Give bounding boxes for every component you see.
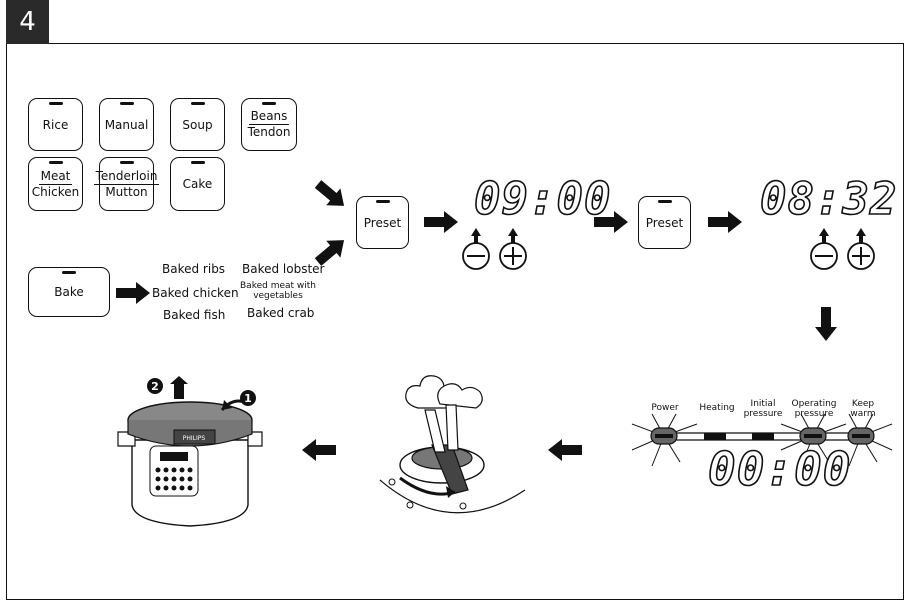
baked-crab-text: Baked crab <box>247 306 315 320</box>
tenderloin-label: Tenderloin <box>93 168 160 185</box>
time-display-2: 08:32 <box>759 174 898 225</box>
operating-pressure-indicator-label: Operating pressure <box>791 399 837 419</box>
callout-one-text: 1 <box>244 392 252 405</box>
minus-icon[interactable] <box>810 242 838 270</box>
initial-pressure-indicator-label: Initial pressure <box>743 399 783 419</box>
steam-to-cooker-arrow <box>302 439 336 461</box>
operating-pressure-light-icon <box>780 413 847 467</box>
time-display-2-minutes: 32 <box>842 174 898 225</box>
manual-label: Manual <box>104 117 149 132</box>
baked-ribs-text: Baked ribs <box>162 262 226 276</box>
tendon-label: Tendon <box>247 125 291 139</box>
mutton-label: Mutton <box>105 184 148 199</box>
plus-icon[interactable] <box>847 242 875 270</box>
cooker-brand-text: PHILIPS <box>183 435 206 442</box>
adjust-controls-1 <box>471 228 518 243</box>
rice-button[interactable]: Rice <box>28 98 83 151</box>
bake-to-options-arrow <box>116 282 150 304</box>
time-display-3-hours: 00 <box>707 442 766 496</box>
preset-2-to-display-2-arrow <box>708 211 742 233</box>
baked-chicken-text: Baked chicken <box>152 286 239 300</box>
preset-button-1[interactable]: Preset <box>356 196 409 249</box>
time-display-3-minutes: 00 <box>793 442 852 496</box>
preset-label-1: Preset <box>363 215 402 230</box>
baked-lobster-text: Baked lobster <box>242 262 325 276</box>
time-display-2-hours: 08 <box>759 174 815 225</box>
time-display-1-hours: 09 <box>473 174 529 225</box>
power-indicator-label: Power <box>651 403 679 413</box>
time-display-3-sep: : <box>765 442 795 496</box>
steam-release-illustration <box>379 375 526 514</box>
programs-to-preset-arrow <box>310 175 352 215</box>
meat-label: Meat <box>38 168 73 185</box>
bake-button[interactable]: Bake <box>28 267 110 317</box>
preset-1-to-display-1-arrow <box>424 211 458 233</box>
chicken-label: Chicken <box>31 184 80 199</box>
time-display-1: 09:00 <box>473 174 612 225</box>
preset-label-2: Preset <box>645 215 684 230</box>
tenderloin-mutton-button[interactable]: Tenderloin Mutton <box>93 157 160 211</box>
time-display-2-sep: : <box>814 174 843 225</box>
status-indicator-bar <box>664 432 862 441</box>
plus-icon[interactable] <box>499 242 527 270</box>
keep-warm-light-icon <box>847 413 893 467</box>
time-display-1-minutes: 00 <box>556 174 612 225</box>
cake-button[interactable]: Cake <box>170 157 225 211</box>
beans-tendon-button[interactable]: Beans Tendon <box>241 98 297 151</box>
callout-two-icon: 2 <box>147 378 163 394</box>
bake-label: Bake <box>54 285 84 299</box>
power-light-icon <box>631 413 698 467</box>
preset-button-2[interactable]: Preset <box>638 196 691 249</box>
meat-chicken-button[interactable]: Meat Chicken <box>28 157 83 211</box>
cake-label: Cake <box>182 177 213 191</box>
soup-button[interactable]: Soup <box>170 98 225 151</box>
minus-icon[interactable] <box>462 242 490 270</box>
heating-indicator-label: Heating <box>699 403 735 413</box>
keep-warm-indicator-label: Keep warm <box>850 399 876 419</box>
pressure-cooker-illustration <box>117 376 263 527</box>
status-to-steam-arrow <box>548 439 582 461</box>
soup-label: Soup <box>182 117 213 132</box>
callout-one-icon: 1 <box>240 390 256 406</box>
step-number-badge: 4 <box>6 0 49 44</box>
callout-two-text: 2 <box>151 380 159 393</box>
rice-label: Rice <box>42 117 69 132</box>
adjust-controls-2 <box>819 228 866 243</box>
manual-button[interactable]: Manual <box>99 98 154 151</box>
beans-label: Beans <box>248 109 290 125</box>
step-frame <box>6 43 904 600</box>
baked-meat-with-vegetables-text: Baked meat with vegetables <box>240 281 316 301</box>
display-2-to-status-arrow <box>815 307 837 341</box>
time-display-3: 00:00 <box>707 442 852 496</box>
time-display-1-sep: : <box>528 174 557 225</box>
baked-fish-text: Baked fish <box>163 308 226 322</box>
